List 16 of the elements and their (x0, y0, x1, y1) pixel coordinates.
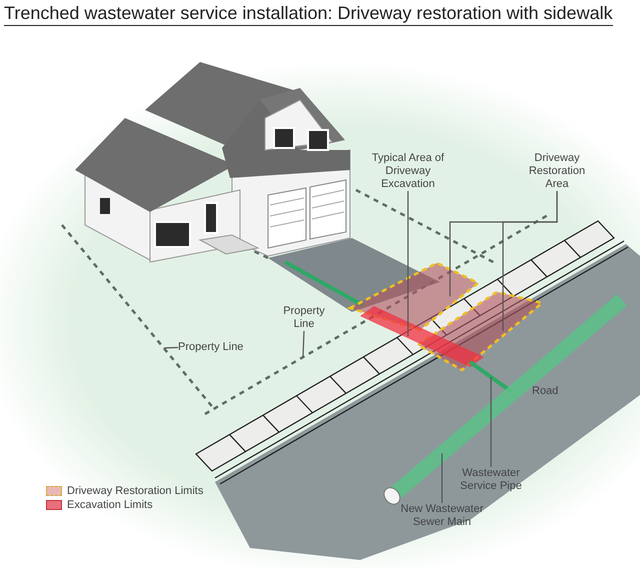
leader-line (302, 330, 305, 358)
leader-line (490, 377, 492, 467)
excavation-area (360, 306, 484, 367)
callout-label: Property Line (275, 305, 333, 331)
leader-line (502, 191, 558, 331)
legend-label: Driveway Restoration Limits (67, 485, 204, 497)
callout-label: Property Line (178, 341, 270, 354)
callout-label: Driveway Restoration Area (522, 152, 592, 191)
road-label: Road (532, 385, 558, 398)
title: Trenched wastewater service installation: Driveway restoration with sidewalk (4, 3, 613, 26)
sewer-pipe (384, 294, 627, 505)
callout-label: Typical Area of Driveway Excavation (370, 152, 446, 191)
leader-line (407, 191, 409, 336)
leader-line (164, 346, 178, 349)
legend-label: Excavation Limits (67, 499, 153, 511)
leader-line (441, 454, 443, 503)
